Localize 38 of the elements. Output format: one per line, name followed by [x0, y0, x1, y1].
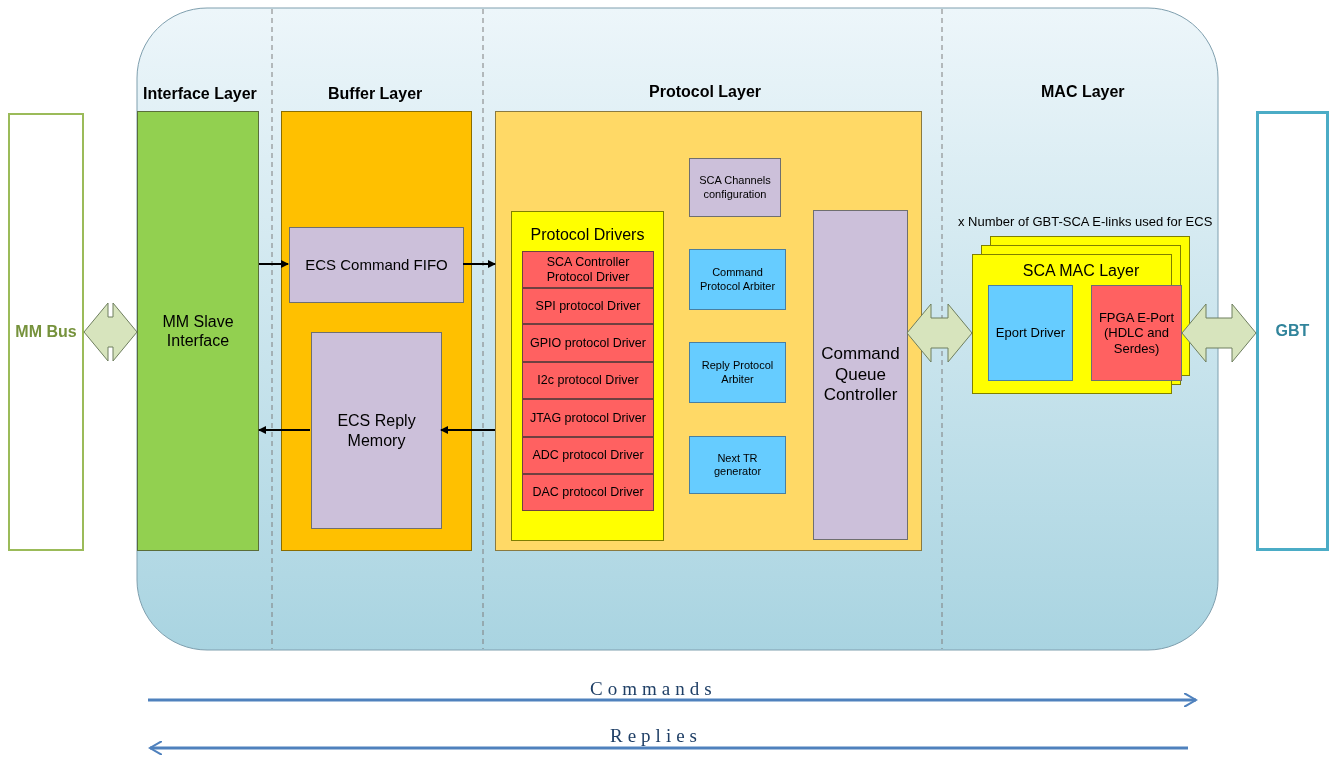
- arrow-label: Commands: [590, 678, 717, 700]
- driver-group: [511, 211, 664, 541]
- layer-block: [281, 111, 472, 551]
- port-block: FPGA E-Port (HDLC and Serdes): [1091, 285, 1182, 381]
- arrow: [440, 426, 496, 434]
- double-arrow: [1181, 303, 1257, 363]
- fifo-block: ECS Command FIFO: [289, 227, 464, 303]
- double-arrow: [83, 302, 138, 362]
- driver-block: I2c protocol Driver: [522, 362, 654, 399]
- arrow: [258, 260, 289, 268]
- arrow-label: Replies: [610, 725, 702, 747]
- generator-block: Next TR generator: [689, 436, 786, 494]
- layer-heading: Protocol Layer: [649, 83, 762, 101]
- driver-block: Eport Driver: [988, 285, 1073, 381]
- arrow: [462, 260, 496, 268]
- layer-heading: MAC Layer: [1041, 83, 1125, 101]
- interface-block: MM Slave Interface: [137, 111, 259, 551]
- memory-block: ECS Reply Memory: [311, 332, 442, 529]
- driver-block: JTAG protocol Driver: [522, 399, 654, 437]
- bus-box: MM Bus: [8, 113, 84, 551]
- arrow: [258, 426, 311, 434]
- driver-block: SCA Controller Protocol Driver: [522, 251, 654, 288]
- layer-heading: Buffer Layer: [328, 85, 423, 103]
- layer-block: [495, 111, 922, 551]
- config-block: SCA Channels configuration: [689, 158, 781, 217]
- controller-block: Command Queue Controller: [813, 210, 908, 540]
- driver-block: GPIO protocol Driver: [522, 324, 654, 362]
- driver-block: DAC protocol Driver: [522, 474, 654, 511]
- driver-block: SPI protocol Driver: [522, 288, 654, 324]
- note-text: x Number of GBT-SCA E-links used for ECS: [958, 214, 1213, 229]
- arbiter-block: Command Protocol Arbiter: [689, 249, 786, 310]
- block-heading: SCA MAC Layer: [1021, 262, 1141, 280]
- block-heading: Protocol Drivers: [529, 226, 646, 244]
- driver-block: ADC protocol Driver: [522, 437, 654, 474]
- gbt-box: GBT: [1256, 111, 1329, 551]
- stacked-block: [972, 236, 1190, 394]
- double-arrow: [906, 303, 973, 363]
- arbiter-block: Reply Protocol Arbiter: [689, 342, 786, 403]
